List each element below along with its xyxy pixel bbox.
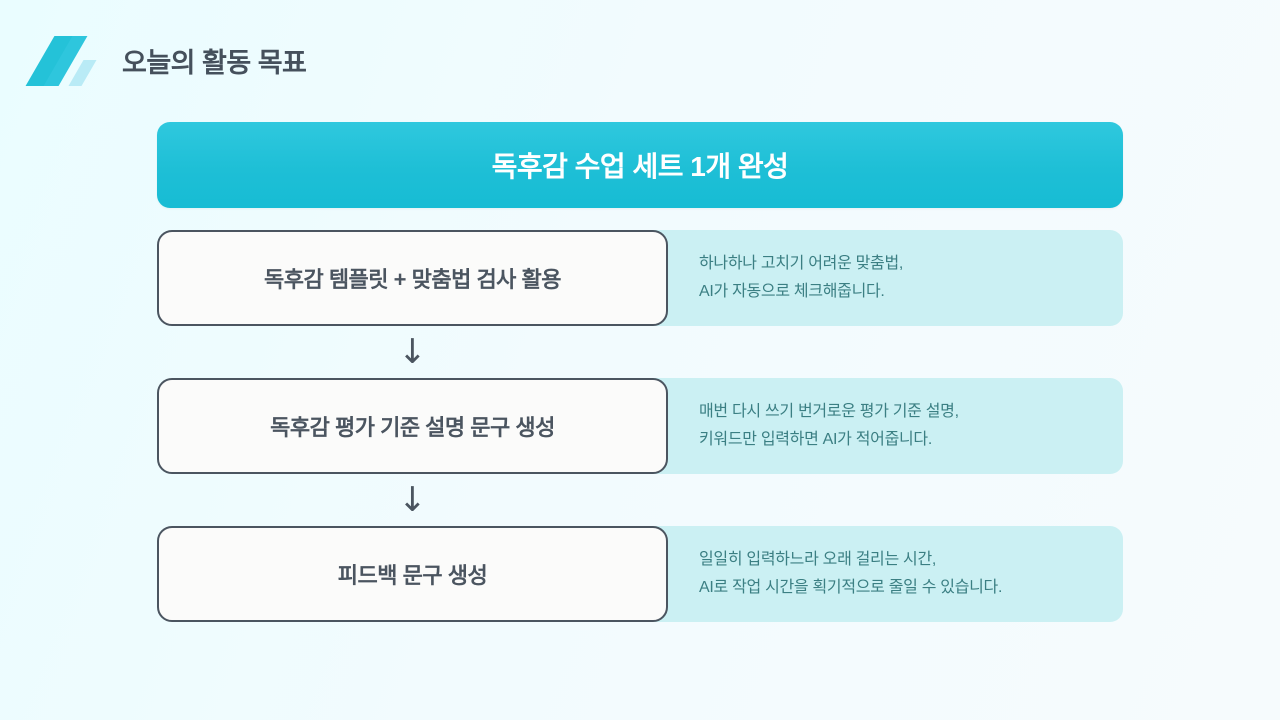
step-card-2[interactable]: 독후감 평가 기준 설명 문구 생성 [157,378,668,474]
step-row-3: 일일히 입력하느라 오래 걸리는 시간, AI로 작업 시간을 획기적으로 줄일… [157,526,1123,622]
page-header: 오늘의 활동 목표 [25,30,307,90]
step-description-line-3b: AI로 작업 시간을 획기적으로 줄일 수 있습니다. [699,579,1003,596]
goal-flow-diagram: 독후감 수업 세트 1개 완성 하나하나 고치기 어려운 맞춤법, AI가 자동… [157,122,1123,622]
step-card-label-3: 피드백 문구 생성 [337,563,488,588]
diagonal-slash-logo-icon [25,34,100,86]
step-description-line-2a: 매번 다시 쓰기 번거로운 평가 기준 설명, [699,403,959,420]
step-description-line-2b: 키워드만 입력하면 AI가 적어줍니다. [699,431,932,448]
arrow-down-icon: ↓ [398,480,427,520]
step-card-label-1: 독후감 템플릿 + 맞춤법 검사 활용 [263,267,562,292]
step-description-line-1b: AI가 자동으로 체크해줍니다. [699,283,885,300]
flow-arrow-2: ↓ [157,474,668,526]
arrow-down-icon: ↓ [398,332,427,372]
step-description-line-1a: 하나하나 고치기 어려운 맞춤법, [699,255,904,272]
step-description-line-3a: 일일히 입력하느라 오래 걸리는 시간, [699,551,937,568]
step-row-2: 매번 다시 쓰기 번거로운 평가 기준 설명, 키워드만 입력하면 AI가 적어… [157,378,1123,474]
step-card-1[interactable]: 독후감 템플릿 + 맞춤법 검사 활용 [157,230,668,326]
logo-slash-accent [68,60,97,86]
step-card-3[interactable]: 피드백 문구 생성 [157,526,668,622]
step-card-label-2: 독후감 평가 기준 설명 문구 생성 [270,415,555,440]
step-row-1: 하나하나 고치기 어려운 맞춤법, AI가 자동으로 체크해줍니다. 독후감 템… [157,230,1123,326]
goal-banner: 독후감 수업 세트 1개 완성 [157,122,1123,208]
goal-banner-label: 독후감 수업 세트 1개 완성 [491,151,789,182]
flow-arrow-1: ↓ [157,326,668,378]
page-title: 오늘의 활동 목표 [122,47,307,78]
